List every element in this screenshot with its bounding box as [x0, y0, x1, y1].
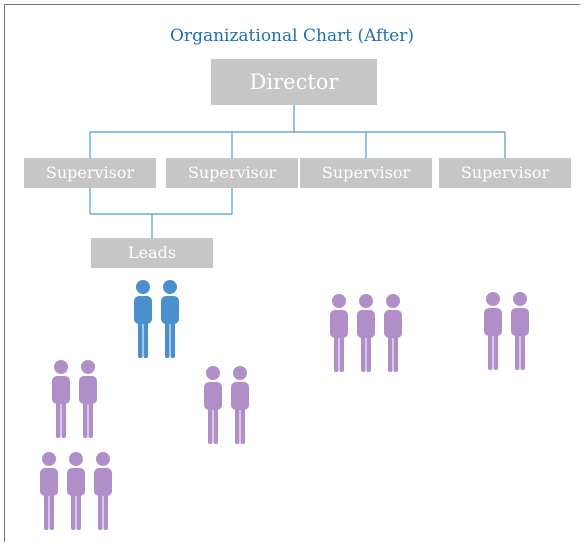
supervisor-box-4: Supervisor: [439, 158, 571, 188]
supervisor-1-team-a: [52, 360, 97, 438]
person-icon: [357, 294, 375, 372]
supervisor-1-team-b: [40, 452, 112, 530]
chart-frame: [4, 4, 580, 542]
people-layer: [40, 280, 529, 530]
leads-box: Leads: [91, 238, 213, 268]
chart-title: Organizational Chart (After): [170, 26, 414, 46]
person-icon: [134, 280, 152, 358]
person-icon: [67, 452, 85, 530]
director-box: Director: [211, 59, 377, 105]
person-icon: [484, 292, 502, 370]
person-icon: [231, 366, 249, 444]
supervisor-4-team: [484, 292, 529, 370]
person-icon: [52, 360, 70, 438]
person-icon: [79, 360, 97, 438]
person-icon: [384, 294, 402, 372]
person-icon: [161, 280, 179, 358]
supervisor-3-team: [330, 294, 402, 372]
supervisor-box-2: Supervisor: [166, 158, 298, 188]
person-icon: [204, 366, 222, 444]
person-icon: [330, 294, 348, 372]
supervisor-box-1: Supervisor: [24, 158, 156, 188]
supervisor-2-team: [204, 366, 249, 444]
person-icon: [511, 292, 529, 370]
person-icon: [40, 452, 58, 530]
person-icon: [94, 452, 112, 530]
supervisor-box-3: Supervisor: [300, 158, 432, 188]
leads-group: [134, 280, 179, 358]
